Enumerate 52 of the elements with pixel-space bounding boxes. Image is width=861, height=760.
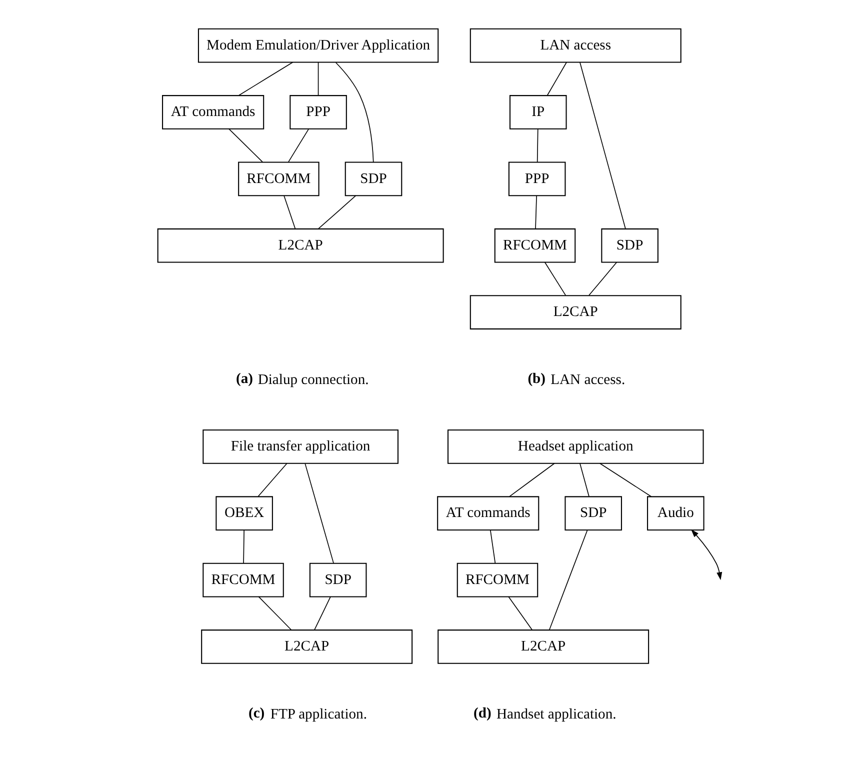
node-box: AT commands [162, 95, 264, 130]
connector [283, 195, 296, 230]
connector [548, 530, 588, 630]
connector [288, 128, 309, 162]
node-box: Audio [646, 496, 704, 531]
node-box: Modem Emulation/Driver Application [197, 28, 438, 63]
node-box: SDP [344, 162, 402, 196]
connector [598, 462, 652, 498]
connector [334, 62, 374, 162]
connector [579, 462, 589, 497]
connector [536, 128, 538, 162]
connector [489, 530, 496, 564]
connector [258, 596, 292, 630]
connector [534, 195, 536, 230]
connector [314, 596, 330, 630]
connector [508, 462, 554, 498]
connector [579, 62, 626, 230]
connector [544, 262, 566, 296]
node-box: SDP [308, 562, 366, 598]
label: (a) Dialup connection. [235, 370, 368, 388]
node-box: File transfer application [202, 430, 398, 464]
label: (c) FTP application. [248, 705, 366, 722]
node-box: RFCOMM [238, 162, 319, 196]
node-box: IP [508, 95, 566, 130]
connector [238, 62, 293, 96]
node-box: PPP [508, 162, 566, 196]
connector [508, 596, 532, 630]
connector [588, 262, 617, 296]
node-box: L2CAP [156, 228, 444, 263]
node-box: SDP [564, 496, 622, 531]
connector [317, 62, 318, 96]
label: (d) Handset application. [473, 705, 616, 722]
connector [228, 128, 262, 162]
connector [546, 62, 566, 96]
connector [242, 530, 244, 564]
label: (b) LAN access. [527, 370, 625, 388]
connector [304, 463, 334, 564]
node-box: RFCOMM [202, 562, 284, 598]
arrow [690, 529, 722, 580]
node-box: SDP [600, 228, 658, 263]
node-box: L2CAP [469, 295, 681, 330]
node-box: L2CAP [200, 630, 412, 664]
node-box: Headset application [446, 430, 704, 464]
node-box: RFCOMM [494, 228, 576, 263]
node-box: AT commands [436, 496, 539, 531]
connector [257, 462, 287, 497]
node-box: PPP [289, 95, 346, 130]
node-box: OBEX [215, 496, 272, 531]
node-box: RFCOMM [456, 562, 538, 598]
node-box: LAN access [469, 28, 681, 63]
node-box: L2CAP [437, 630, 649, 664]
connector [318, 195, 356, 230]
